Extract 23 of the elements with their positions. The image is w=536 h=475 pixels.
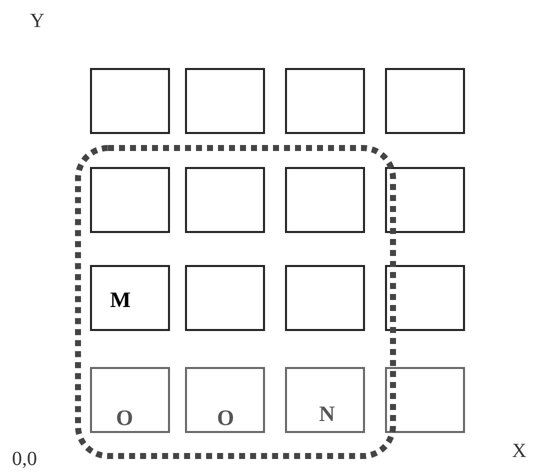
grid-square <box>385 167 465 233</box>
grid-square <box>185 367 265 433</box>
grid-square <box>285 265 365 331</box>
grid-square <box>90 367 170 433</box>
grid-square <box>285 167 365 233</box>
cell-letter: O <box>116 407 134 429</box>
grid-square <box>185 68 265 134</box>
x-axis-label: X <box>512 440 526 463</box>
grid-square <box>90 265 170 331</box>
grid-square <box>385 68 465 134</box>
grid-square <box>185 265 265 331</box>
cell-letter: M <box>110 289 131 311</box>
grid-square <box>185 167 265 233</box>
cell-letter: N <box>319 403 335 425</box>
grid-square <box>90 68 170 134</box>
grid-square <box>285 68 365 134</box>
grid-square <box>385 265 465 331</box>
grid-square <box>90 167 170 233</box>
origin-label: 0,0 <box>12 448 37 471</box>
grid-square <box>285 367 365 433</box>
cell-letter: O <box>217 407 234 429</box>
grid-square <box>385 367 465 433</box>
y-axis-label: Y <box>30 10 44 33</box>
